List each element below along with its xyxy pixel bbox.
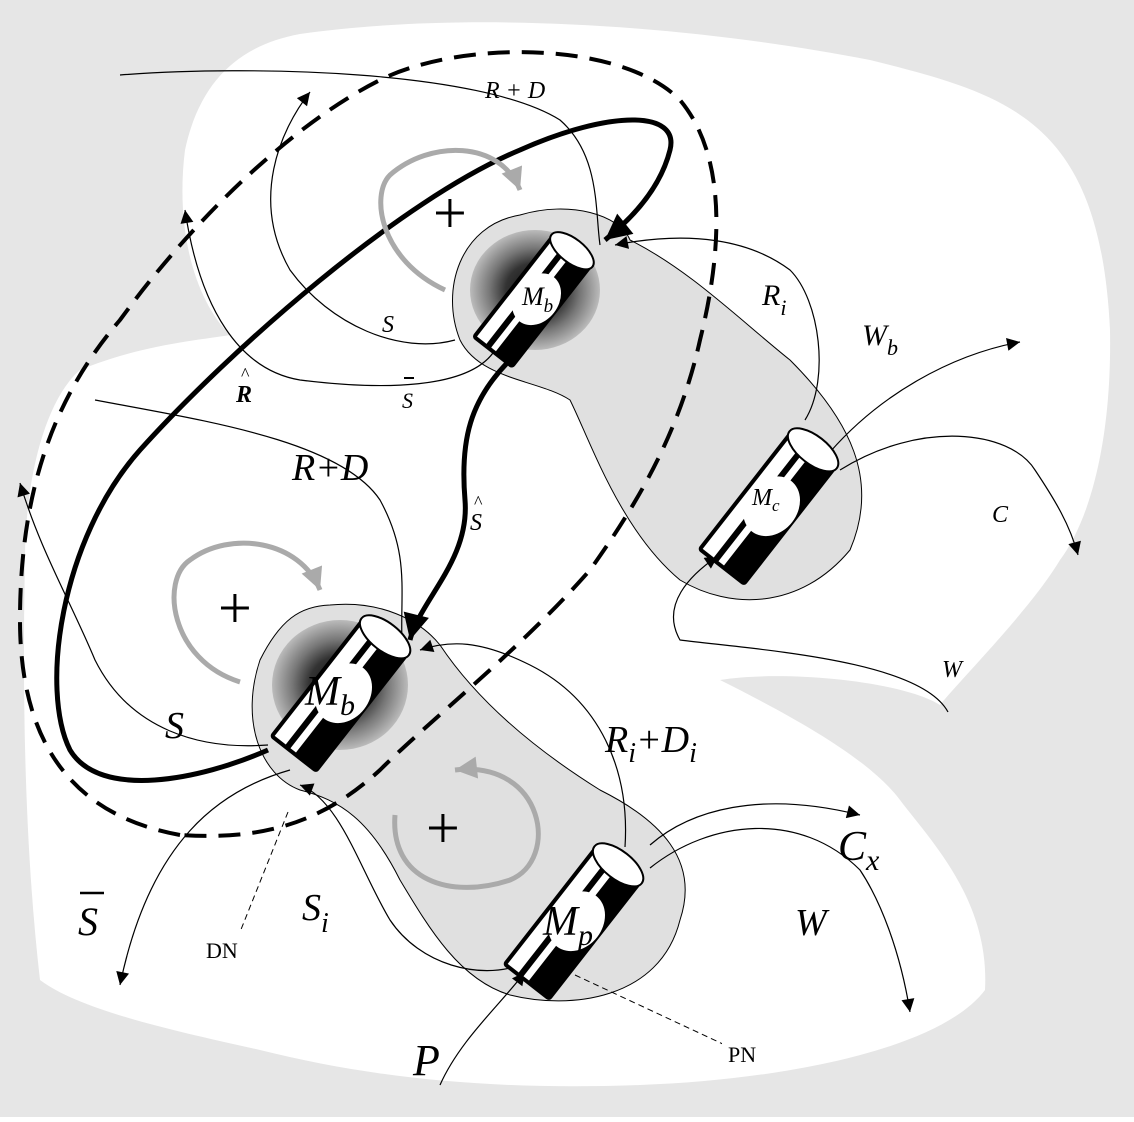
flow-ri bbox=[614, 236, 820, 421]
loop-sign-bottom: + bbox=[426, 795, 460, 861]
flow-wb bbox=[829, 337, 1021, 453]
loop-sign-mid: + bbox=[218, 575, 252, 641]
label-ri: Ri bbox=[761, 279, 786, 320]
flow-ri-di bbox=[419, 639, 627, 848]
flow-sbar-top bbox=[180, 209, 496, 387]
label-wb: Wb bbox=[862, 319, 898, 360]
label-mb-bottom: Mb bbox=[304, 669, 355, 722]
flow-rd-mid bbox=[94, 399, 403, 646]
flow-sbar-bottom bbox=[116, 769, 291, 986]
label-rhat: R bbox=[235, 382, 252, 408]
label-s-bottom: S bbox=[165, 705, 184, 747]
core-loop-shat bbox=[403, 358, 512, 641]
label-si: Si bbox=[302, 887, 329, 939]
label-shat: S bbox=[470, 510, 482, 536]
label-c: C bbox=[992, 502, 1009, 528]
shat-caret: ^ bbox=[474, 492, 483, 512]
flow-lines bbox=[17, 70, 1081, 1086]
core-loop-outer bbox=[54, 117, 674, 783]
cylinder-mc bbox=[698, 427, 840, 585]
flow-s-top-out bbox=[270, 91, 456, 345]
label-s-top: S bbox=[382, 312, 394, 338]
rhat-caret: ^ bbox=[241, 364, 250, 384]
core-loop bbox=[54, 117, 674, 783]
cylinder-mb-top bbox=[473, 231, 595, 368]
positive-loop-bottom-arrow bbox=[392, 756, 541, 890]
dn-leader bbox=[239, 811, 289, 933]
flow-cx bbox=[649, 803, 861, 846]
flow-si bbox=[299, 783, 521, 972]
cylinder-mp bbox=[503, 842, 645, 1000]
label-sbar-top: S bbox=[402, 388, 413, 413]
label-w-right: W bbox=[942, 657, 964, 683]
loop-sign-top: + bbox=[433, 180, 467, 246]
cylinder-mb-bottom bbox=[270, 614, 412, 772]
flow-rd-top bbox=[119, 70, 601, 246]
pn-box bbox=[722, 1038, 774, 1068]
flow-w-right bbox=[673, 555, 949, 713]
flow-p bbox=[439, 971, 526, 1086]
flow-c bbox=[839, 435, 1081, 556]
label-dn: DN bbox=[206, 938, 238, 963]
label-mc: Mc bbox=[751, 485, 780, 515]
label-pn: PN bbox=[728, 1042, 756, 1067]
label-rd-top: R + D bbox=[484, 78, 545, 104]
pn-leader bbox=[574, 974, 726, 1046]
label-cx: Cx bbox=[838, 824, 880, 877]
label-mb-top: Mb bbox=[521, 282, 553, 317]
positive-loops bbox=[171, 147, 541, 890]
label-sbar-bottom: S bbox=[78, 899, 98, 944]
label-w-bottom: W bbox=[795, 902, 830, 944]
label-mp: Mp bbox=[542, 899, 593, 952]
label-rd-mid: R+D bbox=[291, 447, 368, 489]
flow-w-bottom bbox=[649, 827, 915, 1013]
positive-loop-top-arrow bbox=[378, 147, 523, 293]
flow-s-bottom bbox=[17, 482, 269, 747]
positive-loop-mid-arrow bbox=[171, 540, 323, 685]
label-ri-di: Ri+Di bbox=[604, 719, 697, 769]
territory-region bbox=[23, 22, 1111, 1087]
label-p: P bbox=[412, 1036, 440, 1085]
